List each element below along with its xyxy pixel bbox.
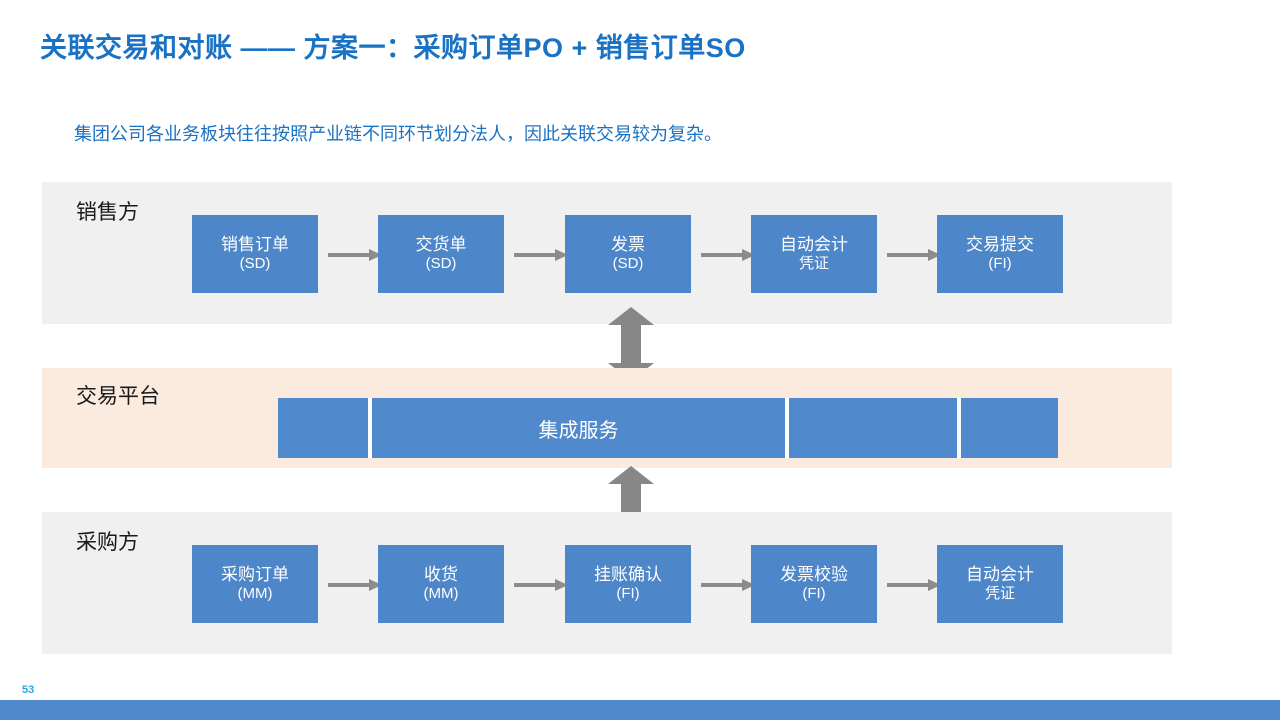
node-label-main: 自动会计 (780, 235, 848, 255)
node-accrual-confirmation[interactable]: 挂账确认 (FI) (565, 545, 691, 623)
node-label-main: 收货 (424, 565, 458, 585)
arrow-right-icon (514, 579, 568, 591)
node-invoice[interactable]: 发票 (SD) (565, 215, 691, 293)
node-label-sub: 凭证 (984, 585, 1015, 603)
lane-label-purchase: 采购方 (76, 531, 139, 554)
node-label-sub: (FI) (616, 585, 640, 603)
node-invoice-verification[interactable]: 发票校验 (FI) (751, 545, 877, 623)
platform-segment-integration-service[interactable]: 集成服务 (372, 398, 789, 458)
platform-segment-4[interactable] (961, 398, 1058, 458)
arrow-head (555, 579, 568, 591)
arrow-shaft (328, 583, 370, 587)
node-label-sub: (MM) (237, 585, 273, 603)
arrow-shaft (887, 253, 929, 257)
platform-segment-3[interactable] (789, 398, 961, 458)
arrow-head-up (608, 307, 654, 325)
page-title: 关联交易和对账 —— 方案一：采购订单PO + 销售订单SO (40, 33, 746, 63)
arrow-right-icon (887, 579, 941, 591)
node-label-main: 销售订单 (221, 235, 289, 255)
node-sales-order[interactable]: 销售订单 (SD) (192, 215, 318, 293)
node-label-main: 采购订单 (221, 565, 289, 585)
arrow-shaft (328, 253, 370, 257)
subtitle-text: 集团公司各业务板块往往按照产业链不同环节划分法人，因此关联交易较为复杂。 (74, 124, 722, 144)
node-label-main: 自动会计 (966, 565, 1034, 585)
node-delivery-note[interactable]: 交货单 (SD) (378, 215, 504, 293)
node-label-sub: (SD) (425, 255, 457, 273)
node-label-main: 交易提交 (966, 235, 1034, 255)
lane-label-platform: 交易平台 (76, 385, 160, 408)
node-label-sub: (SD) (612, 255, 644, 273)
arrow-right-icon (887, 249, 941, 261)
node-label-sub: 凭证 (798, 255, 829, 273)
node-auto-accounting-document[interactable]: 自动会计 凭证 (937, 545, 1063, 623)
node-label-main: 交货单 (415, 235, 467, 255)
arrow-shaft (514, 583, 556, 587)
node-label-main: 发票 (611, 235, 645, 255)
arrow-right-icon (701, 249, 755, 261)
arrow-head-up (608, 466, 654, 484)
arrow-shaft (514, 253, 556, 257)
node-label-sub: (SD) (239, 255, 271, 273)
platform-segment-track: 集成服务 (278, 398, 1058, 458)
arrow-shaft (701, 253, 743, 257)
node-auto-accounting-document[interactable]: 自动会计 凭证 (751, 215, 877, 293)
arrow-right-icon (328, 249, 382, 261)
arrow-right-icon (328, 579, 382, 591)
page-number: 53 (22, 684, 35, 696)
lane-platform: 交易平台 集成服务 (42, 368, 1172, 468)
arrow-shaft (701, 583, 743, 587)
purchase-flow: 采购订单 (MM) 收货 (MM) 挂账确认 (FI) 发票校验 (FI) (42, 545, 1172, 625)
lane-sales: 销售方 销售订单 (SD) 交货单 (SD) 发票 (SD) 自动会计 (42, 182, 1172, 324)
node-label-main: 挂账确认 (594, 565, 662, 585)
footer-bar (0, 700, 1280, 720)
node-label-main: 发票校验 (780, 565, 848, 585)
node-label-sub: (FI) (988, 255, 1012, 273)
arrow-shaft (621, 323, 641, 365)
arrow-right-icon (514, 249, 568, 261)
arrow-head (555, 249, 568, 261)
node-goods-receipt[interactable]: 收货 (MM) (378, 545, 504, 623)
node-label-sub: (MM) (423, 585, 459, 603)
platform-segment-1[interactable] (278, 398, 372, 458)
arrow-shaft (887, 583, 929, 587)
node-transaction-submit[interactable]: 交易提交 (FI) (937, 215, 1063, 293)
arrow-right-icon (701, 579, 755, 591)
node-label-sub: (FI) (802, 585, 826, 603)
node-purchase-order[interactable]: 采购订单 (MM) (192, 545, 318, 623)
lane-purchase: 采购方 采购订单 (MM) 收货 (MM) 挂账确认 (FI) 发票校验 (42, 512, 1172, 654)
sales-flow: 销售订单 (SD) 交货单 (SD) 发票 (SD) 自动会计 凭证 (42, 215, 1172, 295)
lane-label-sales: 销售方 (76, 201, 139, 224)
